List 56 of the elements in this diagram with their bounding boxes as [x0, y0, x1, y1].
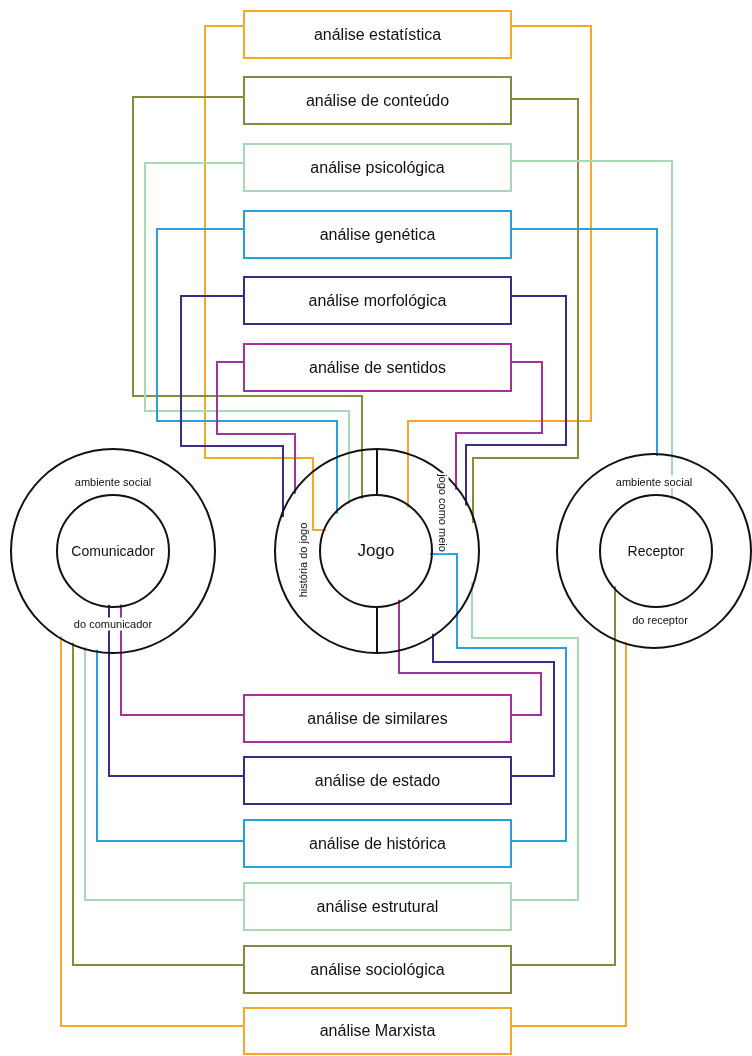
box-label: análise psicológica	[310, 158, 445, 177]
analysis-box	[243, 694, 512, 743]
connector-line	[204, 25, 328, 531]
analysis-box	[243, 882, 512, 931]
connector-line	[216, 361, 296, 495]
connector-line	[60, 635, 244, 1027]
box-label: análise Marxista	[319, 1022, 436, 1040]
connector-line	[432, 632, 555, 777]
connector-line	[472, 98, 579, 524]
box-label: análise genética	[319, 225, 436, 244]
outer-ring-circle	[556, 453, 752, 649]
box-label: análise de histórica	[309, 834, 446, 853]
ring-label: jogo como meio	[435, 473, 449, 553]
connector-line	[407, 25, 592, 509]
connector-line	[471, 581, 579, 901]
circle-label: Receptor	[627, 543, 685, 559]
ring-label: do receptor	[631, 613, 689, 627]
box-label: análise estatística	[313, 25, 442, 44]
ring-label: história do jogo	[296, 521, 310, 599]
analysis-box	[243, 756, 512, 805]
box-label: análise morfológica	[308, 291, 447, 310]
connector-line	[120, 603, 244, 716]
box-label: análise de sentidos	[309, 358, 446, 377]
ring-label: ambiente social	[73, 475, 153, 489]
connector-line	[455, 361, 543, 491]
connector-line	[84, 646, 244, 901]
box-label: análise de estado	[314, 771, 441, 790]
circle-label: Jogo	[357, 541, 395, 561]
analysis-box	[243, 343, 512, 392]
connector-line	[144, 162, 350, 506]
analysis-box	[243, 143, 512, 192]
box-label: análise estrutural	[316, 897, 439, 916]
analysis-box	[243, 276, 512, 325]
ring-label: ambiente social	[614, 475, 694, 489]
box-label: análise sociológica	[310, 960, 445, 979]
analysis-box	[243, 10, 512, 59]
box-label: análise de conteúdo	[305, 91, 450, 110]
connector-line	[132, 96, 363, 500]
connector-line	[465, 295, 567, 507]
connector-line	[180, 295, 284, 518]
connector-line	[156, 228, 338, 515]
circle-label: Comunicador	[71, 543, 155, 559]
inner-circle	[319, 494, 433, 608]
outer-ring-circle	[10, 448, 216, 654]
analysis-box	[243, 76, 512, 125]
inner-circle	[56, 494, 170, 608]
connector-line	[398, 598, 542, 716]
box-label: análise de similares	[307, 709, 448, 728]
connector-line	[511, 585, 616, 966]
analysis-box	[243, 819, 512, 868]
ring-label: do comunicador	[72, 617, 154, 631]
analysis-box	[243, 1007, 512, 1055]
outer-ring-circle	[274, 448, 480, 654]
analysis-box	[243, 210, 512, 259]
analysis-box	[243, 945, 512, 994]
inner-circle	[599, 494, 713, 608]
